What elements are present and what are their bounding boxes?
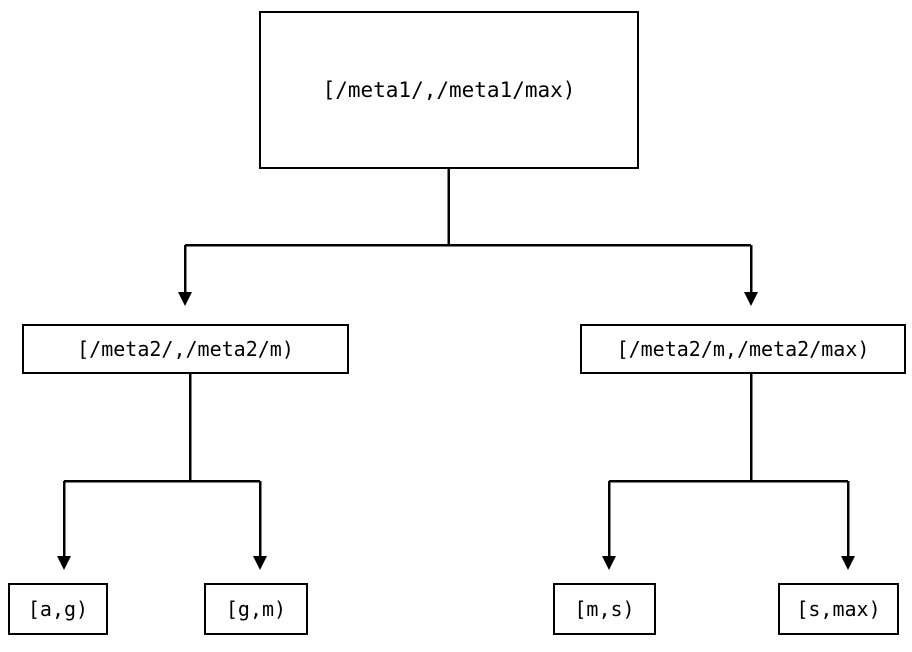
arrowhead-down-icon-meta2-high xyxy=(744,292,758,306)
tree-node-leaf-ms-label: [m,s) xyxy=(574,597,635,621)
arrowhead-down-icon-leaf-ag xyxy=(57,556,71,570)
tree-node-root-label: [/meta1/,/meta1/max) xyxy=(322,77,576,102)
tree-node-leaf-smax-label: [s,max) xyxy=(796,597,881,621)
arrowhead-down-icon-meta2-low xyxy=(178,292,192,306)
arrowhead-down-icon-leaf-smax xyxy=(841,556,855,570)
arrowhead-down-icon-leaf-ms xyxy=(602,556,616,570)
tree-node-leaf-smax[interactable]: [s,max) xyxy=(778,583,899,635)
tree-node-leaf-ag[interactable]: [a,g) xyxy=(8,583,108,635)
tree-node-root[interactable]: [/meta1/,/meta1/max) xyxy=(259,11,639,169)
tree-node-meta2-high[interactable]: [/meta2/m,/meta2/max) xyxy=(580,324,906,374)
tree-node-meta2-high-label: [/meta2/m,/meta2/max) xyxy=(616,337,870,361)
tree-node-meta2-low-label: [/meta2/,/meta2/m) xyxy=(77,337,294,361)
tree-node-meta2-low[interactable]: [/meta2/,/meta2/m) xyxy=(22,324,349,374)
tree-node-leaf-gm[interactable]: [g,m) xyxy=(204,583,308,635)
arrowhead-down-icon-leaf-gm xyxy=(253,556,267,570)
tree-node-leaf-ms[interactable]: [m,s) xyxy=(553,583,656,635)
tree-node-leaf-ag-label: [a,g) xyxy=(27,597,89,621)
tree-node-leaf-gm-label: [g,m) xyxy=(225,597,287,621)
